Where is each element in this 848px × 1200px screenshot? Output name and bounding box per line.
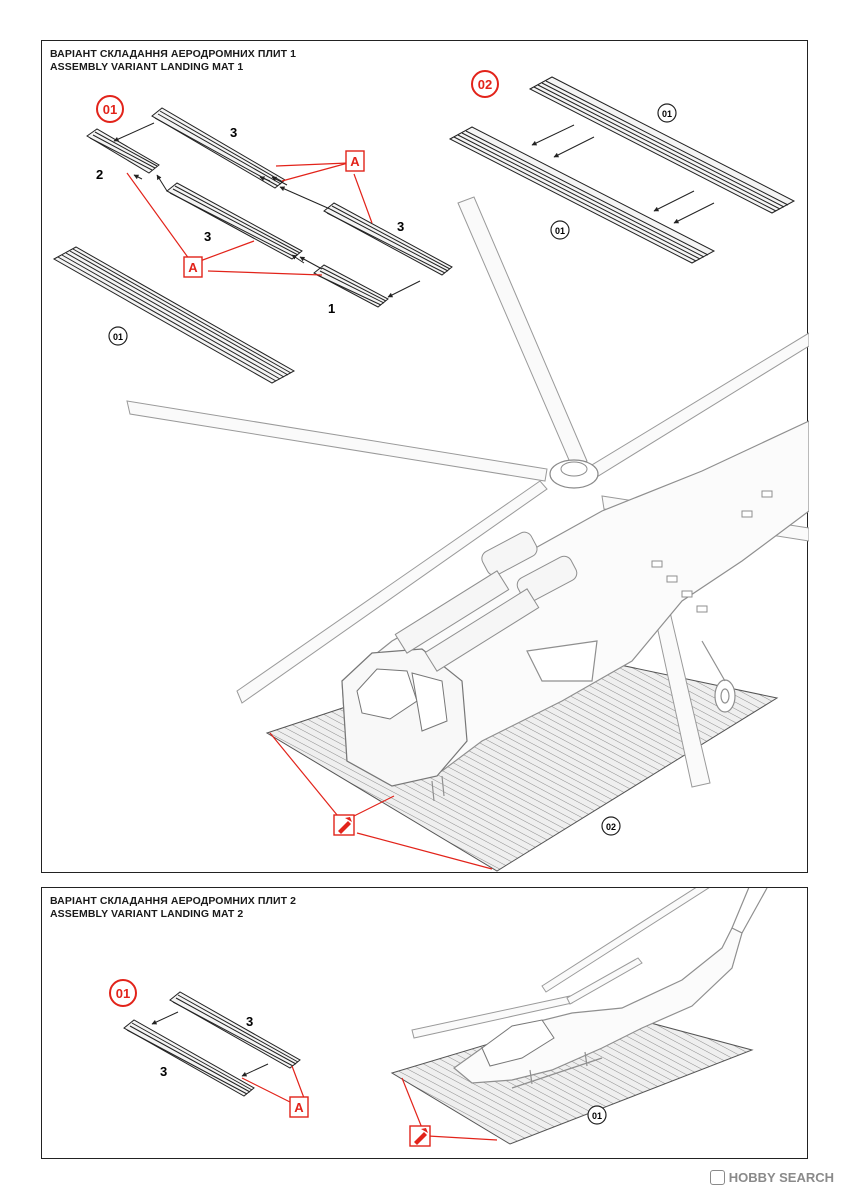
- ref-02-circle: 02: [601, 816, 621, 836]
- panel-1-diagram: A A 3 2 3 3 1 01 01 02: [52, 70, 809, 872]
- attack-helicopter-illustration: 01: [390, 888, 768, 1147]
- callout-A-box-1: A: [345, 150, 365, 172]
- callout-A-box-2: A: [183, 256, 203, 278]
- assembly-arrows-step-02: [531, 124, 715, 224]
- assembly-variant-1-panel: ВАРІАНТ СКЛАДАННЯ АЕРОДРОМНИХ ПЛИТ 1 ASS…: [41, 40, 809, 873]
- ref-01-circle-a: 01: [108, 326, 128, 346]
- mat-piece-3-middle: [166, 182, 303, 260]
- svg-text:02: 02: [606, 822, 616, 832]
- hobby-search-logo-icon: [709, 1170, 725, 1185]
- panel-1-title-en: ASSEMBLY VARIANT LANDING MAT 1: [50, 61, 244, 73]
- crane-helicopter-illustration: 02: [126, 196, 809, 872]
- callout-A-label-1: A: [350, 154, 360, 169]
- panel-1-title: ВАРІАНТ СКЛАДАННЯ АЕРОДРОМНИХ ПЛИТ 1 ASS…: [50, 48, 296, 74]
- svg-text:01: 01: [662, 109, 672, 119]
- glue-callout-icon-2: [409, 1125, 431, 1147]
- panel-2-title: ВАРІАНТ СКЛАДАННЯ АЕРОДРОМНИХ ПЛИТ 2 ASS…: [50, 895, 296, 921]
- step-01-badge-2: 01: [109, 979, 137, 1007]
- mat-piece-1: [313, 264, 389, 308]
- part-number-1: 1: [328, 301, 335, 316]
- part-number-2: 2: [96, 167, 103, 182]
- step-02-badge: 02: [471, 70, 499, 98]
- callout-A-lines-v2: [241, 1065, 305, 1104]
- mat-piece-3-right: [323, 202, 453, 276]
- mat-piece-3-top: [151, 107, 286, 189]
- svg-text:01: 01: [103, 102, 117, 117]
- assembly-arrows-step-01: [113, 122, 421, 298]
- step-01-badge: 01: [96, 95, 124, 123]
- svg-text:01: 01: [555, 226, 565, 236]
- step-02-mat-upper: [528, 76, 796, 214]
- part-number-3-top: 3: [230, 125, 237, 140]
- callout-A-box-v2: A: [289, 1096, 309, 1118]
- assembled-mat-01: [52, 246, 296, 384]
- part-number-3-right: 3: [397, 219, 404, 234]
- svg-text:01: 01: [592, 1111, 602, 1121]
- callout-A-label-v2: A: [294, 1100, 304, 1115]
- panel-1-title-ua: ВАРІАНТ СКЛАДАННЯ АЕРОДРОМНИХ ПЛИТ 1: [50, 48, 297, 60]
- mat-piece-3-upper-v2: [169, 991, 301, 1069]
- ref-01-circle-v2: 01: [587, 1105, 607, 1125]
- glue-callout-icon: [333, 814, 355, 836]
- panel-2-title-ua: ВАРІАНТ СКЛАДАННЯ АЕРОДРОМНИХ ПЛИТ 2: [50, 895, 297, 907]
- step-02-mat-lower: [448, 126, 716, 264]
- ref-01-circle-b: 01: [657, 103, 677, 123]
- panel-2-title-en: ASSEMBLY VARIANT LANDING MAT 2: [50, 908, 244, 920]
- part-number-3-middle: 3: [204, 229, 211, 244]
- ref-01-circle-c: 01: [550, 220, 570, 240]
- mat-piece-2: [86, 128, 160, 174]
- callout-A-label-2: A: [188, 260, 198, 275]
- callout-A-lines-step-01: [126, 162, 373, 276]
- svg-text:01: 01: [113, 332, 123, 342]
- panel-2-diagram: 01 A 3 3: [109, 888, 768, 1147]
- assembly-variant-2-panel: ВАРІАНТ СКЛАДАННЯ АЕРОДРОМНИХ ПЛИТ 2 ASS…: [41, 887, 808, 1159]
- part-number-3-lower-v2: 3: [160, 1064, 167, 1079]
- svg-text:02: 02: [478, 77, 492, 92]
- part-number-3-upper-v2: 3: [246, 1014, 253, 1029]
- mat-piece-3-lower-v2: [123, 1019, 255, 1097]
- hobby-search-watermark: HOBBY SEARCH: [709, 1170, 834, 1185]
- assembly-arrows-v2: [151, 1011, 269, 1077]
- svg-text:01: 01: [116, 986, 130, 1001]
